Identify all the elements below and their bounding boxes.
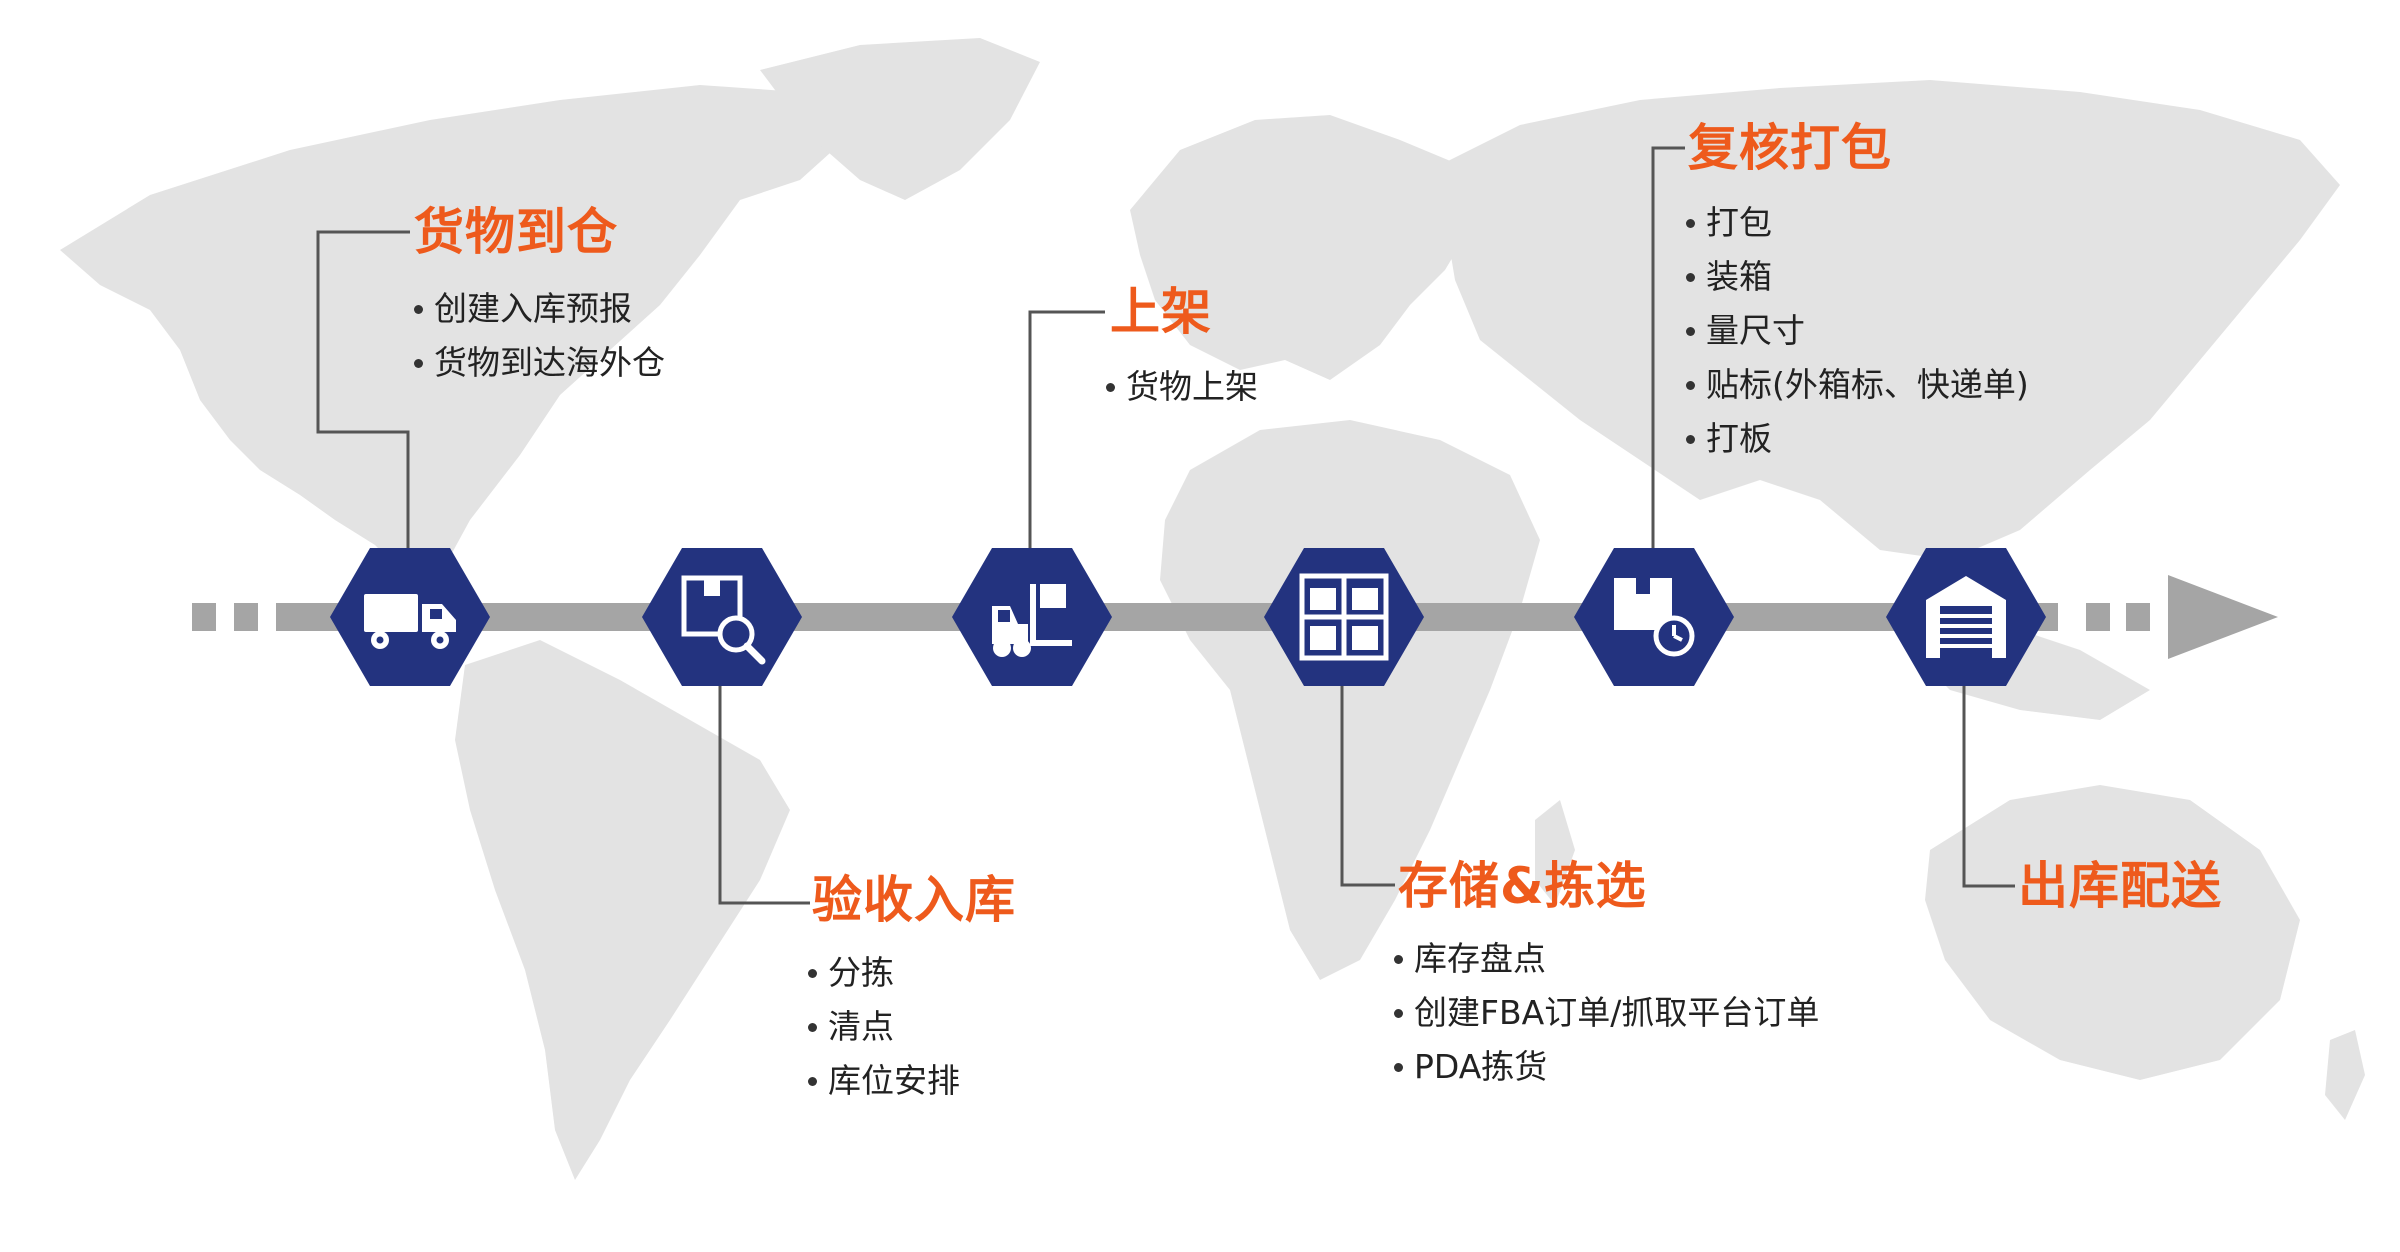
list-item: 分拣 <box>806 946 960 1000</box>
list-item: 清点 <box>806 1000 960 1054</box>
truck-icon <box>364 594 456 649</box>
timeline-arrow-head <box>2168 575 2278 659</box>
timeline-dash <box>2126 603 2150 631</box>
step-title-arrival: 货物到仓 <box>414 203 618 261</box>
list-item: 创建入库预报 <box>412 282 665 336</box>
step-title-inspection: 验收入库 <box>812 871 1016 929</box>
list-item: 贴标(外箱标、快递单) <box>1684 358 2029 412</box>
box-inspect-icon <box>681 575 766 665</box>
timeline-dash <box>192 603 216 631</box>
list-item: 打包 <box>1684 196 2029 250</box>
list-item: 货物上架 <box>1104 360 1258 414</box>
step-title-storage-picking: 存储&拣选 <box>1398 857 1647 915</box>
connector-line-3 <box>1028 310 1105 548</box>
list-item: 创建FBA订单/抓取平台订单 <box>1392 986 1819 1040</box>
step-hex-1 <box>330 548 490 686</box>
step-items-storage-picking: 库存盘点 创建FBA订单/抓取平台订单 PDA拣货 <box>1392 932 1819 1094</box>
timeline-dash <box>2086 603 2110 631</box>
step-items-arrival: 创建入库预报 货物到达海外仓 <box>412 282 665 390</box>
step-hex-3 <box>952 548 1112 686</box>
step-title-packing: 复核打包 <box>1688 119 1892 177</box>
connector-line-4 <box>1340 686 1395 887</box>
connector-line-5 <box>1651 146 1685 548</box>
step-hex-6 <box>1886 548 2046 686</box>
package-clock-icon <box>1614 578 1695 657</box>
step-items-shelving: 货物上架 <box>1104 360 1258 414</box>
list-item: 量尺寸 <box>1684 304 2029 358</box>
list-item: 库存盘点 <box>1392 932 1819 986</box>
connector-line-1 <box>316 230 410 548</box>
forklift-icon <box>992 584 1072 657</box>
step-hex-5 <box>1574 548 1734 686</box>
step-title-shelving: 上架 <box>1110 283 1212 341</box>
list-item: 货物到达海外仓 <box>412 336 665 390</box>
shelf-icon <box>1299 573 1389 661</box>
step-hex-2 <box>642 548 802 686</box>
step-items-inspection: 分拣 清点 库位安排 <box>806 946 960 1108</box>
warehouse-icon <box>1926 576 2006 658</box>
list-item: 装箱 <box>1684 250 2029 304</box>
timeline-bar <box>276 603 2058 631</box>
step-items-packing: 打包 装箱 量尺寸 贴标(外箱标、快递单) 打板 <box>1684 196 2029 466</box>
list-item: PDA拣货 <box>1392 1040 1819 1094</box>
connector-line-6 <box>1962 686 2015 888</box>
step-hex-4 <box>1264 548 1424 686</box>
list-item: 库位安排 <box>806 1054 960 1108</box>
connector-line-2 <box>718 686 810 905</box>
list-item: 打板 <box>1684 412 2029 466</box>
step-title-outbound: 出库配送 <box>2018 857 2222 915</box>
timeline-dash <box>234 603 258 631</box>
